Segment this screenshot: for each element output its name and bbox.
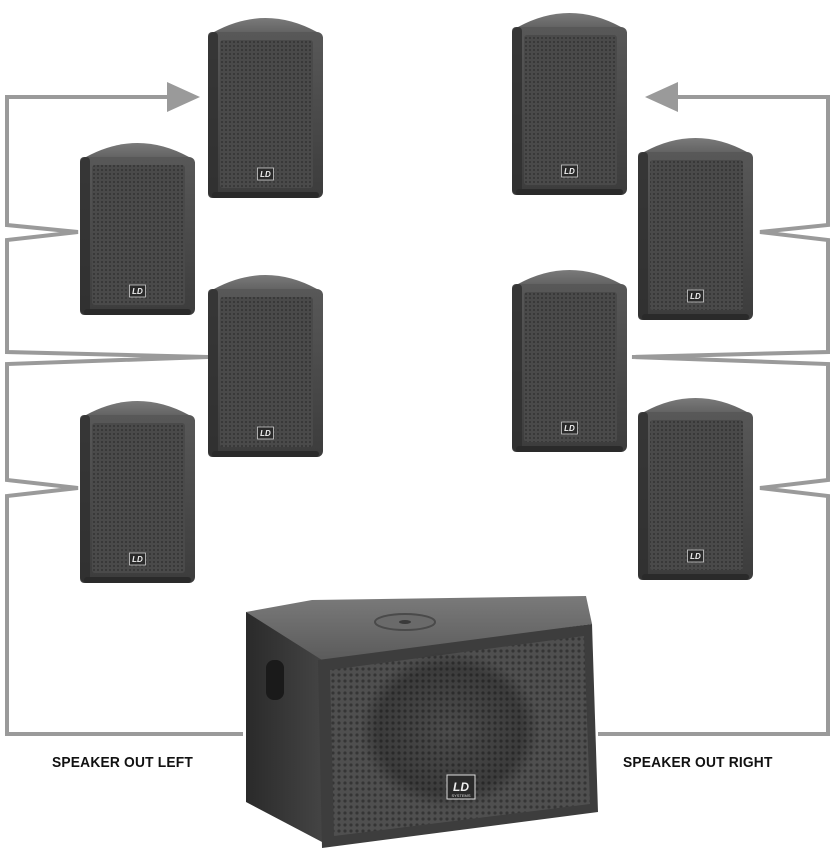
satellite-logo-text: LD	[260, 170, 271, 179]
satellite-logo-text: LD	[132, 287, 143, 296]
satellite-grille	[650, 420, 743, 570]
subwoofer-logo-subtext: SYSTEMS	[451, 793, 470, 798]
satellite-left-3: LD	[208, 275, 323, 457]
subwoofer-handle	[266, 660, 284, 700]
satellite-logo-text: LD	[690, 292, 701, 301]
subwoofer-logo	[446, 774, 476, 800]
satellite-logo	[561, 421, 578, 435]
satellite-right-4: LD	[638, 398, 753, 580]
arrow-left	[167, 82, 200, 112]
satellite-logo	[687, 289, 704, 303]
satellite-grille	[650, 160, 743, 310]
satellite-logo-text: LD	[690, 552, 701, 561]
satellite-right-3: LD	[512, 270, 627, 452]
satellite-right-2: LD	[638, 138, 753, 320]
speaker-out-left-label: SPEAKER OUT LEFT	[52, 754, 193, 771]
wire-right-top	[598, 95, 830, 736]
satellite-grille	[524, 292, 617, 442]
satellite-grille	[92, 165, 185, 305]
satellite-grille	[220, 297, 313, 447]
satellite-logo	[561, 164, 578, 178]
satellite-logo	[257, 426, 274, 440]
satellite-logo-text: LD	[132, 555, 143, 564]
subwoofer-side	[246, 612, 322, 842]
satellite-left-2: LD	[80, 143, 195, 315]
satellite-logo	[129, 552, 146, 566]
satellite-speakers: LD LD LD LD LD LD LD LD	[80, 13, 753, 583]
subwoofer: LD SYSTEMS	[246, 596, 598, 848]
satellite-grille	[524, 35, 617, 185]
subwoofer-logo-text: LD	[453, 780, 469, 794]
arrow-right	[645, 82, 678, 112]
satellite-left-4: LD	[80, 401, 195, 583]
satellite-logo-text: LD	[564, 167, 575, 176]
satellite-logo	[129, 284, 146, 298]
satellite-logo-text: LD	[564, 424, 575, 433]
speaker-out-right-label: SPEAKER OUT RIGHT	[623, 754, 773, 771]
satellite-logo	[687, 549, 704, 563]
satellite-logo-text: LD	[260, 429, 271, 438]
satellite-logo	[257, 167, 274, 181]
satellite-left-1: LD	[208, 18, 323, 198]
satellite-grille	[220, 40, 313, 188]
subwoofer-woofer	[360, 652, 540, 808]
satellite-grille	[92, 423, 185, 573]
satellite-right-1: LD	[512, 13, 627, 195]
